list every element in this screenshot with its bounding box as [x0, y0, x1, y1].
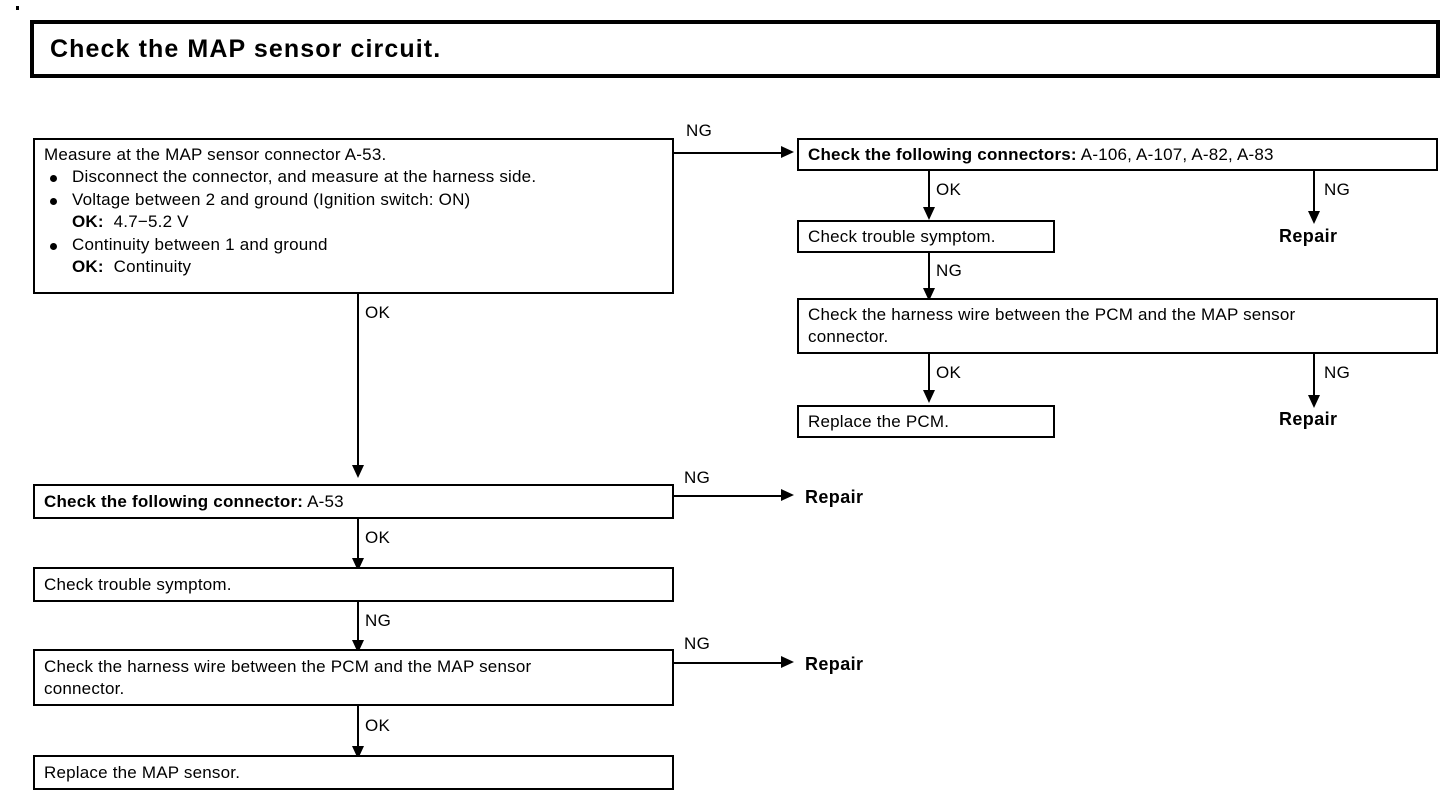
edge-right-symptom-ng-arrowhead — [923, 288, 935, 301]
right-harness-box: Check the harness wire between the PCM a… — [797, 298, 1438, 354]
right-replace-text: Replace the PCM. — [808, 412, 950, 431]
edge-measure-ng-arrowhead — [781, 146, 794, 158]
edge-label-right-harness-ng: NG — [1324, 363, 1351, 382]
left-replace-text: Replace the MAP sensor. — [44, 763, 241, 782]
edge-label-left-harness-ok: OK — [365, 716, 391, 735]
right-connectors-prefix: Check the following connectors: — [808, 145, 1077, 164]
edge-label-left-harness-ng: NG — [684, 634, 711, 653]
right-connectors-value: A-106, A-107, A-82, A-83 — [1080, 145, 1274, 164]
left-connector-prefix: Check the following connector: — [44, 492, 304, 511]
right-harness-line-2: connector. — [808, 327, 889, 347]
edge-label-right-harness-ok: OK — [936, 363, 962, 382]
measure-bullet-1: Disconnect the connector, and measure at… — [44, 166, 664, 188]
edge-label-left-symptom-ng: NG — [365, 611, 392, 630]
left-harness-line-2: connector. — [44, 679, 125, 699]
ok-value-voltage: 4.7−5.2 V — [113, 212, 189, 232]
right-trouble-symptom-box: Check trouble symptom. — [797, 220, 1055, 253]
left-trouble-symptom-text: Check trouble symptom. — [44, 575, 232, 594]
right-harness-line-1: Check the harness wire between the PCM a… — [808, 305, 1296, 324]
measure-bullet-3: Continuity between 1 and ground — [44, 234, 664, 256]
measure-bullet-2: Voltage between 2 and ground (Ignition s… — [44, 189, 664, 211]
edge-left-connector-ng-arrowhead — [781, 489, 794, 501]
edge-measure-ok-arrowhead — [352, 465, 364, 478]
edge-label-left-connector-ng: NG — [684, 468, 711, 487]
measure-ok-continuity: OK: Continuity — [44, 256, 664, 278]
ok-value-continuity: Continuity — [113, 257, 192, 277]
page-title: Check the MAP sensor circuit. — [50, 34, 442, 63]
right-replace-box: Replace the PCM. — [797, 405, 1055, 438]
ok-label-voltage: OK: — [72, 212, 104, 232]
edge-label-measure-ok: OK — [365, 303, 391, 322]
measure-ok-voltage: OK: 4.7−5.2 V — [44, 211, 664, 233]
left-harness-box: Check the harness wire between the PCM a… — [33, 649, 674, 706]
left-harness-line-1: Check the harness wire between the PCM a… — [44, 657, 532, 676]
edge-left-symptom-ng-line — [357, 602, 359, 646]
edge-right-harness-ok-line — [928, 354, 930, 396]
edge-left-connector-ng-line — [674, 495, 783, 497]
left-trouble-symptom-box: Check trouble symptom. — [33, 567, 674, 602]
edge-label-right-symptom-ng: NG — [936, 261, 963, 280]
edge-right-harness-ng-line — [1313, 354, 1315, 400]
edge-measure-ok-line — [357, 294, 359, 470]
left-connector-value: A-53 — [307, 492, 344, 511]
left-replace-box: Replace the MAP sensor. — [33, 755, 674, 790]
right-trouble-symptom-text: Check trouble symptom. — [808, 227, 996, 246]
terminal-left-harness-repair: Repair — [805, 654, 864, 674]
edge-right-connectors-ok-line — [928, 171, 930, 214]
edge-label-left-connector-ok: OK — [365, 528, 391, 547]
edge-right-harness-ng-arrowhead — [1308, 395, 1320, 408]
edge-right-symptom-ng-line — [928, 253, 930, 295]
page-title-box: Check the MAP sensor circuit. — [30, 20, 1440, 78]
scan-speck — [16, 6, 19, 10]
terminal-right-connectors-repair: Repair — [1279, 226, 1338, 246]
left-connector-box: Check the following connector: A-53 — [33, 484, 674, 519]
terminal-right-harness-repair: Repair — [1279, 409, 1338, 429]
edge-label-measure-ng: NG — [686, 121, 713, 140]
edge-label-right-connectors-ok: OK — [936, 180, 962, 199]
edge-right-connectors-ok-arrowhead — [923, 207, 935, 220]
measure-heading: Measure at the MAP sensor connector A-53… — [44, 145, 387, 164]
measure-box: Measure at the MAP sensor connector A-53… — [33, 138, 674, 294]
edge-left-harness-ng-line — [674, 662, 783, 664]
right-connectors-box: Check the following connectors: A-106, A… — [797, 138, 1438, 171]
edge-right-connectors-ng-arrowhead — [1308, 211, 1320, 224]
edge-label-right-connectors-ng: NG — [1324, 180, 1351, 199]
edge-left-connector-ok-line — [357, 519, 359, 564]
ok-label-continuity: OK: — [72, 257, 104, 277]
edge-right-harness-ok-arrowhead — [923, 390, 935, 403]
edge-measure-ng-line — [674, 152, 783, 154]
edge-right-connectors-ng-line — [1313, 171, 1315, 218]
edge-left-harness-ng-arrowhead — [781, 656, 794, 668]
terminal-left-connector-repair: Repair — [805, 487, 864, 507]
edge-left-harness-ok-line — [357, 706, 359, 752]
